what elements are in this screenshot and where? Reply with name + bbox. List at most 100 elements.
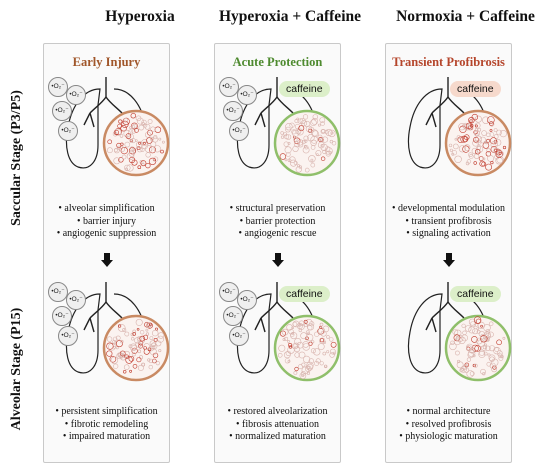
tissue-texture — [295, 166, 302, 173]
tissue-texture — [465, 161, 470, 166]
outcome-list: • structural preservation• barrier prote… — [215, 203, 340, 241]
tissue-texture — [155, 360, 160, 366]
caffeine-badge: caffeine — [279, 81, 330, 97]
tissue-texture — [141, 362, 146, 367]
tissue-texture — [312, 114, 319, 120]
tissue-texture — [485, 163, 492, 171]
tissue-texture — [485, 141, 489, 145]
tissue-texture — [135, 115, 142, 122]
tissue-texture — [284, 158, 288, 162]
tissue-texture — [482, 116, 490, 124]
tissue-texture — [126, 152, 135, 161]
histology-magnifier — [102, 314, 170, 382]
tissue-texture — [456, 359, 461, 364]
tissue-texture — [142, 123, 148, 128]
bronchi — [254, 317, 266, 333]
lung-illustration — [65, 282, 170, 382]
tissue-texture — [331, 140, 337, 146]
tissue-texture — [124, 164, 131, 172]
bronchi — [431, 96, 449, 114]
bronchi — [89, 96, 107, 114]
tissue-texture — [488, 331, 494, 338]
tissue-texture — [132, 123, 137, 129]
outcome-list: • normal architecture• resolved profibro… — [386, 406, 511, 444]
tissue-texture — [292, 129, 300, 137]
tissue-texture — [152, 352, 159, 359]
tissue-texture — [293, 141, 300, 148]
tissue-texture — [162, 140, 165, 144]
tissue-texture — [304, 139, 308, 143]
superoxide-radical-icon: •O₂⁻ — [58, 326, 78, 346]
tissue-texture — [106, 342, 114, 350]
tissue-texture — [117, 324, 126, 332]
tissue-texture — [294, 366, 299, 372]
panel-title: Acute Protection — [232, 55, 323, 69]
tissue-texture — [153, 338, 158, 342]
tissue-texture — [117, 145, 122, 150]
tissue-texture — [116, 142, 122, 148]
tissue-texture — [284, 146, 292, 154]
tissue-texture — [289, 156, 296, 163]
outcome-item: • angiogenic rescue — [238, 228, 317, 239]
tissue-texture — [487, 353, 491, 357]
tissue-texture — [468, 318, 476, 326]
tissue-texture — [131, 159, 138, 166]
tissue-texture — [301, 139, 306, 144]
tissue-texture — [294, 337, 302, 346]
tissue-texture — [471, 147, 478, 155]
tissue-texture — [150, 141, 157, 148]
tissue-texture — [137, 349, 142, 354]
tissue-texture — [118, 157, 124, 163]
tissue-texture — [482, 142, 490, 149]
tissue-texture — [469, 371, 475, 376]
tissue-texture — [285, 122, 293, 131]
tissue-texture — [485, 328, 491, 334]
tissue-texture — [139, 160, 144, 164]
tissue-texture — [482, 157, 486, 161]
tissue-texture — [158, 137, 162, 141]
superoxide-radical-icon: •O₂⁻ — [48, 282, 68, 302]
tissue-texture — [294, 352, 300, 358]
tissue-texture — [113, 157, 121, 165]
tissue-texture — [473, 161, 477, 165]
tissue-texture — [151, 329, 159, 337]
tissue-texture — [475, 145, 484, 153]
tissue-texture — [452, 329, 459, 335]
tissue-texture — [140, 141, 149, 150]
tissue-texture — [476, 139, 482, 145]
tissue-texture — [310, 119, 317, 127]
superoxide-radical-icon: •O₂⁻ — [52, 101, 72, 121]
tissue-texture — [300, 119, 308, 127]
superoxide-radical-icon: •O₂⁻ — [66, 290, 86, 310]
tissue-texture — [143, 142, 146, 145]
tissue-texture — [490, 137, 498, 145]
tissue-texture — [115, 335, 121, 341]
superoxide-radical-icon: •O₂⁻ — [48, 77, 68, 97]
tissue-texture — [130, 112, 137, 119]
tissue-texture — [326, 350, 330, 354]
tissue-texture — [113, 363, 119, 369]
tissue-texture — [307, 133, 315, 142]
tissue-texture — [129, 126, 133, 130]
tissue-texture — [124, 354, 129, 360]
tissue-texture — [139, 329, 145, 335]
tissue-texture — [143, 346, 147, 350]
tissue-texture — [288, 345, 293, 349]
tissue-texture — [477, 321, 485, 330]
tissue-texture — [112, 336, 118, 342]
tissue-texture — [144, 145, 153, 153]
tissue-texture — [293, 342, 300, 349]
tissue-texture — [307, 325, 313, 331]
tissue-texture — [292, 145, 299, 152]
tissue-texture — [137, 165, 142, 169]
tissue-texture — [322, 325, 330, 333]
tissue-texture — [319, 338, 324, 343]
superoxide-radical-icon: •O₂⁻ — [219, 77, 239, 97]
tissue-texture — [310, 158, 314, 162]
tissue-texture — [474, 148, 481, 155]
tissue-texture — [454, 137, 458, 141]
tissue-texture — [298, 125, 305, 132]
tissue-texture — [138, 141, 142, 145]
lung-illustration — [236, 282, 341, 382]
